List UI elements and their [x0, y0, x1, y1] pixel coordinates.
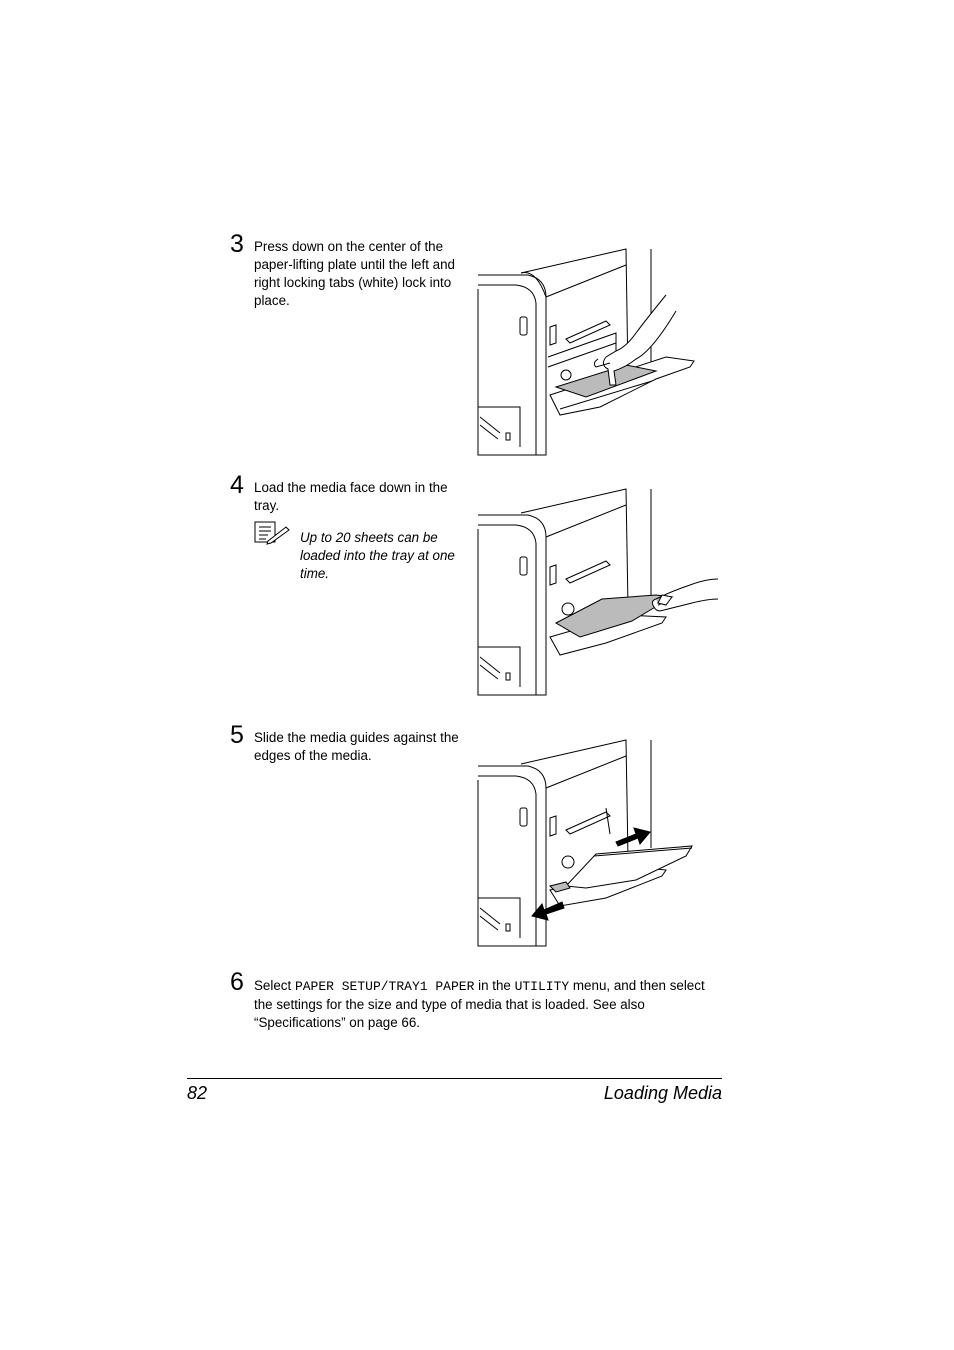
step-6-text: Select PAPER SETUP/TRAY1 PAPER in the UT…: [254, 977, 724, 1032]
footer-page-number: 82: [187, 1083, 208, 1103]
printer-press-plate-illustration: [477, 248, 695, 456]
step-3-number: 3: [230, 230, 244, 258]
step-4-text: Load the media face down in the tray.: [254, 480, 448, 513]
note-pencil-icon: [254, 521, 290, 545]
step-4-number: 4: [230, 471, 244, 499]
footer-section-title: Loading Media: [603, 1083, 722, 1103]
printer-slide-guides-illustration: [477, 739, 693, 947]
step-5-number: 5: [230, 721, 244, 749]
step-6-text-c: in the: [474, 978, 515, 993]
note-text: Up to 20 sheets can be loaded into the t…: [300, 530, 455, 582]
menu-name-utility: UTILITY: [514, 979, 570, 994]
menu-path-paper-setup: PAPER SETUP/TRAY1 PAPER: [294, 979, 475, 994]
step-5-text: Slide the media guides against the edges…: [254, 730, 459, 763]
step-6-text-a: Select: [254, 978, 295, 993]
step-6-number: 6: [230, 968, 244, 996]
step-6-text-e: menu, and then select the settings for t…: [254, 978, 705, 1030]
footer-rule: [187, 1078, 722, 1079]
printer-load-media-illustration: [477, 488, 719, 696]
step-3-text: Press down on the center of the paper-li…: [254, 239, 455, 308]
